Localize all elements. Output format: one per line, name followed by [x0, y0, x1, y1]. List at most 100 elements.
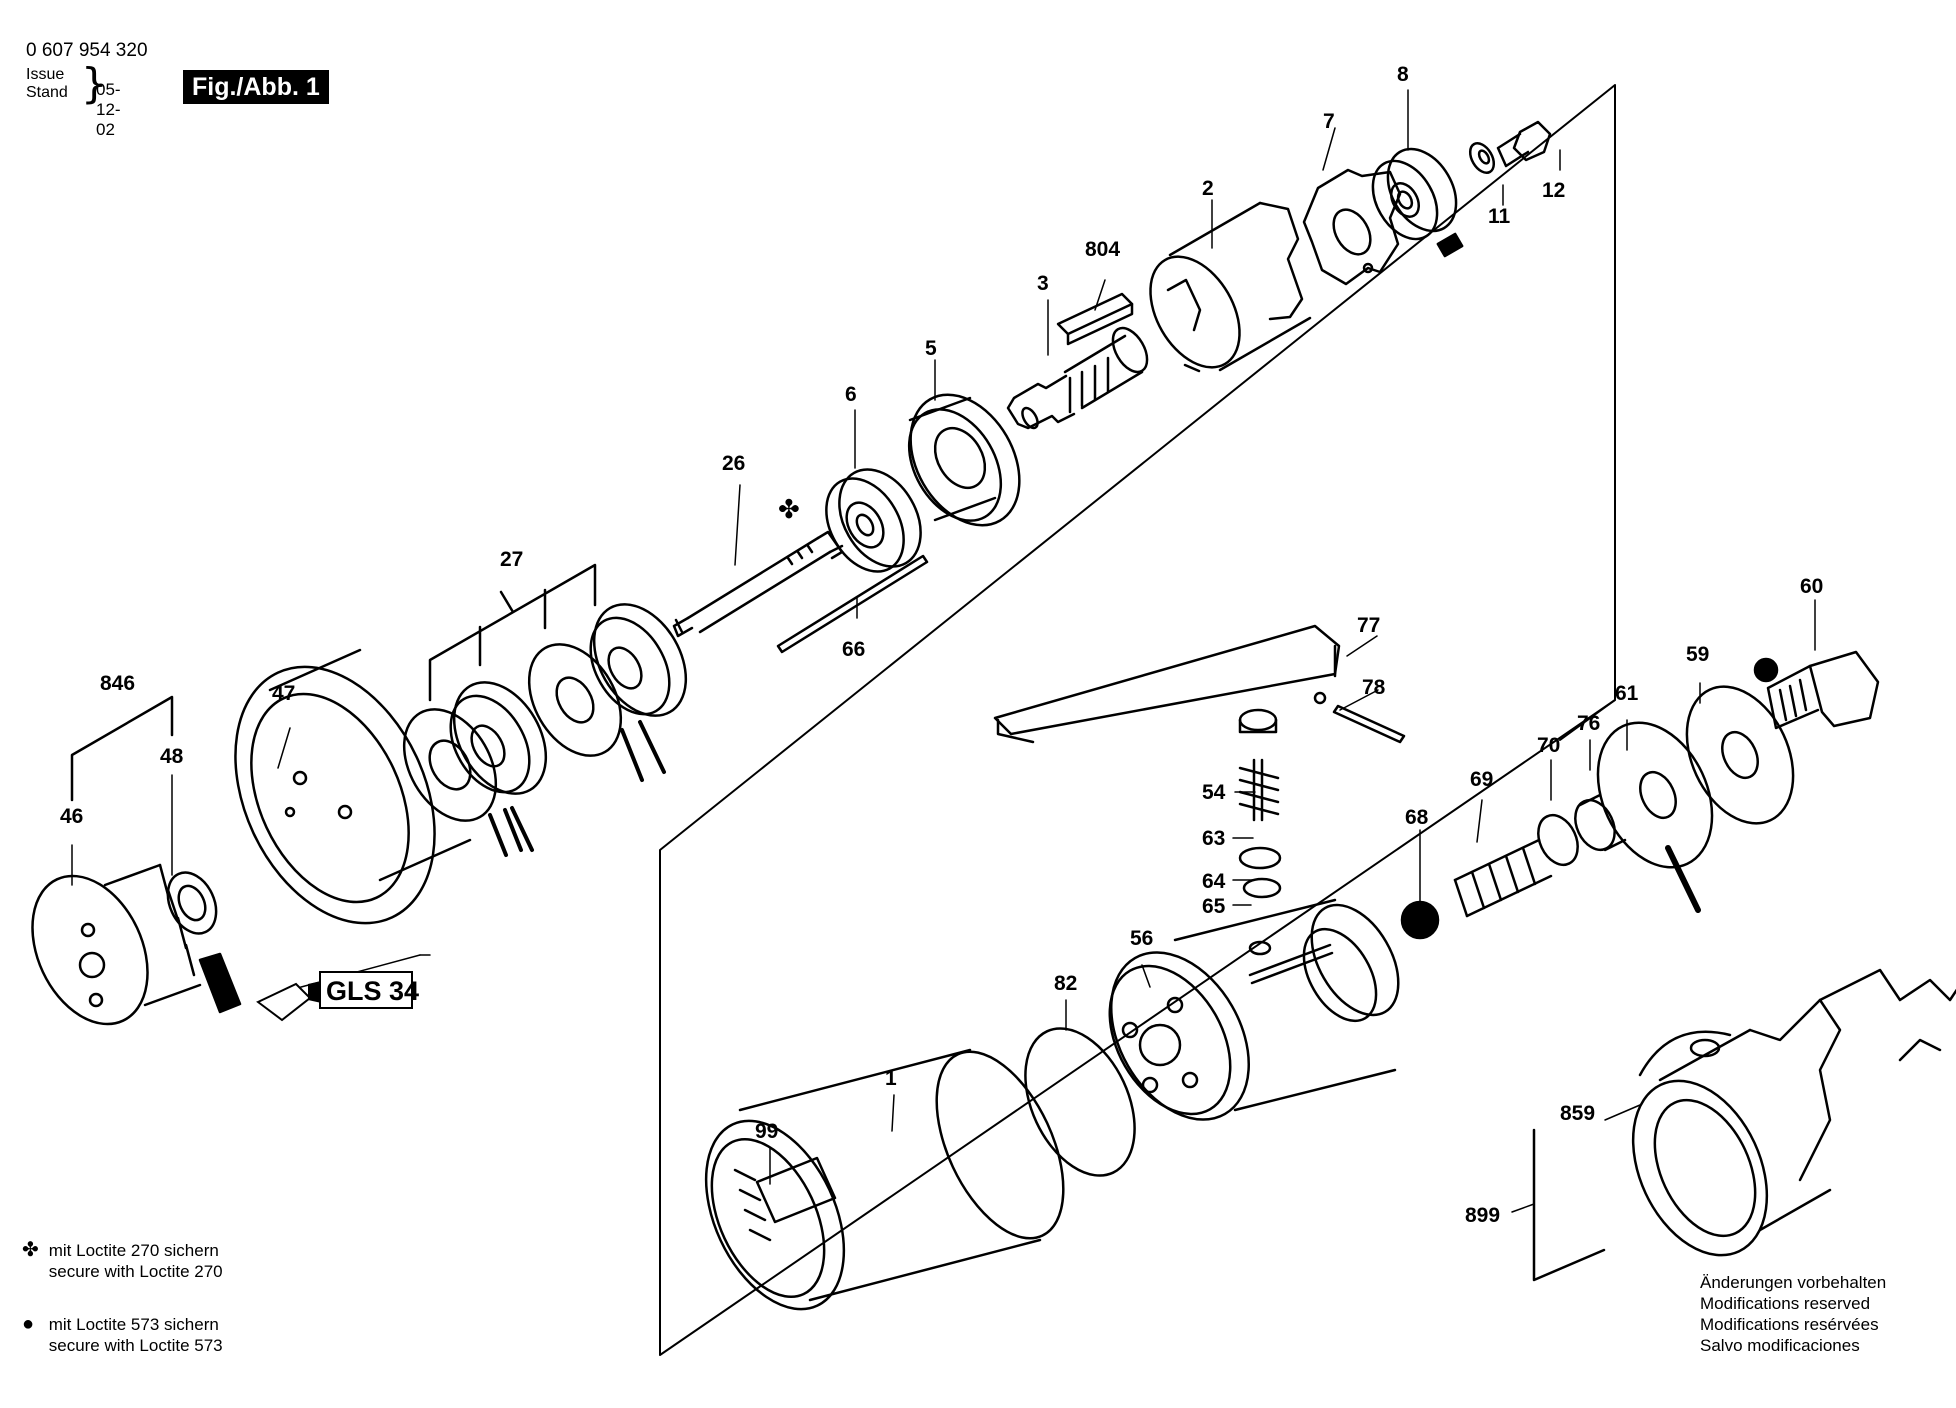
callout-48: 48: [160, 745, 184, 768]
part-11-washer: [1468, 142, 1496, 174]
callout-5: 5: [925, 337, 937, 360]
callout-6: 6: [845, 383, 857, 406]
part-69-spring: [1453, 838, 1553, 918]
callout-60: 60: [1800, 575, 1823, 598]
notice-en: Modifications reserved: [1700, 1294, 1871, 1313]
issue-date: 05-12-02: [96, 80, 121, 139]
part-3-rotor: [1006, 326, 1149, 430]
callout-70: 70: [1537, 734, 1560, 757]
callout-2: 2: [1202, 177, 1214, 200]
figure-label: Fig./Abb. 1: [183, 70, 329, 104]
callout-65: 65: [1202, 895, 1226, 918]
callout-68: 68: [1405, 806, 1429, 829]
callout-27: 27: [500, 548, 523, 571]
callout-61: 61: [1615, 682, 1639, 705]
callout-47: 47: [272, 682, 295, 705]
legend-270-de: mit Loctite 270 sichern: [48, 1241, 219, 1260]
callout-56: 56: [1130, 927, 1153, 950]
issue-stand-labels: Issue Stand: [26, 66, 68, 102]
lower-assembly-frame: [1559, 699, 1616, 741]
callout-1: 1: [885, 1067, 897, 1090]
callout-846: 846: [100, 672, 135, 695]
callout-77: 77: [1357, 614, 1380, 637]
callout-59: 59: [1686, 643, 1709, 666]
part-76-valve: [1574, 793, 1627, 852]
part-1-housing: [704, 1048, 1065, 1311]
part-859-hose-fitting: [1631, 968, 1956, 1257]
part-48-seal: [166, 871, 218, 935]
part-2-cylinder: [1149, 201, 1312, 373]
legend-270-en: secure with Loctite 270: [48, 1262, 223, 1281]
tool-symbol-8: [1436, 232, 1464, 258]
part-27-bracket: [428, 563, 597, 702]
part-70-strainer: [1537, 813, 1579, 867]
callout-8: 8: [1397, 63, 1409, 86]
part-78-pin: [1332, 704, 1406, 744]
tool-symbol-27b: [620, 720, 666, 782]
modifications-notice: Änderungen vorbehalten Modifications res…: [1700, 1272, 1886, 1356]
part-82-o-ring: [1024, 1027, 1136, 1177]
legend-loctite-573: ● mit Loctite 573 sichern secure with Lo…: [22, 1314, 223, 1356]
part-61-washer: [1596, 721, 1714, 869]
part-77-lever: [993, 624, 1341, 744]
callout-63: 63: [1202, 827, 1225, 850]
notice-fr: Modifications resérvées: [1700, 1315, 1879, 1334]
loctite-270-marker: ✤: [778, 495, 800, 525]
callout-46: 46: [60, 805, 83, 828]
callout-labels: 8 7 12 11 2 804 3 5 6 26 27 66 846 47 48…: [60, 63, 1823, 1227]
part-899-bracket: [1532, 1128, 1606, 1282]
part-846-bracket: [70, 695, 174, 802]
upper-assembly-frame: [659, 84, 1616, 1356]
gls-34-text: GLS 34: [326, 976, 419, 1006]
callout-3: 3: [1037, 272, 1049, 295]
clover-icon: ✤: [22, 1239, 39, 1261]
part-65-o-ring: [1242, 877, 1282, 899]
part-46-threaded-cap: [31, 863, 202, 1026]
part-5-front-housing: [907, 393, 1021, 527]
part-47-housing: [234, 648, 472, 925]
callout-54: 54: [1202, 781, 1226, 804]
callout-82: 82: [1054, 972, 1077, 995]
part-64-washer: [1238, 846, 1282, 870]
callout-69: 69: [1470, 768, 1493, 791]
callout-76: 76: [1577, 712, 1600, 735]
callout-899: 899: [1465, 1204, 1500, 1227]
callout-11: 11: [1488, 205, 1511, 228]
notice-es: Salvo modificaciones: [1700, 1336, 1860, 1355]
callout-78: 78: [1362, 676, 1386, 699]
part-number: 0 607 954 320: [26, 40, 148, 61]
callout-64: 64: [1202, 870, 1226, 893]
part-56-valve-body: [1108, 898, 1400, 1121]
callout-859: 859: [1560, 1102, 1595, 1125]
part-7-end-plate: [1302, 168, 1402, 286]
callout-99: 99: [755, 1120, 778, 1143]
part-59-washer: [1685, 685, 1795, 825]
callout-26: 26: [722, 452, 745, 475]
legend-573-de: mit Loctite 573 sichern: [48, 1315, 219, 1334]
issue-label: Issue: [26, 66, 65, 83]
gls-34-lubricant-label: GLS 34: [256, 971, 419, 1022]
callout-12: 12: [1542, 179, 1565, 202]
legend-573-en: secure with Loctite 573: [48, 1336, 223, 1355]
part-12-bolt: [1496, 120, 1552, 168]
tool-symbol-61: [1665, 845, 1701, 913]
tool-symbol-left: [198, 952, 242, 1014]
part-804-vane: [1056, 292, 1134, 346]
brace-glyph: }: [81, 59, 108, 108]
part-54-valve-stem: [1238, 708, 1280, 822]
callout-804: 804: [1085, 238, 1120, 261]
part-99-label: [755, 1156, 837, 1224]
notice-de: Änderungen vorbehalten: [1700, 1273, 1887, 1292]
callout-66: 66: [842, 638, 865, 661]
part-66-pin: [776, 554, 929, 654]
part-27-spring-washers: [402, 603, 688, 822]
part-26-spindle: [672, 530, 844, 638]
part-8-bearing: [1371, 147, 1458, 241]
stand-label: Stand: [26, 84, 68, 101]
leader-lines: [71, 89, 1816, 1213]
tool-symbol-27a: [488, 806, 534, 857]
part-60-fitting: [1753, 650, 1880, 730]
filled-dot-icon: ●: [22, 1313, 35, 1335]
callout-7: 7: [1323, 110, 1335, 133]
